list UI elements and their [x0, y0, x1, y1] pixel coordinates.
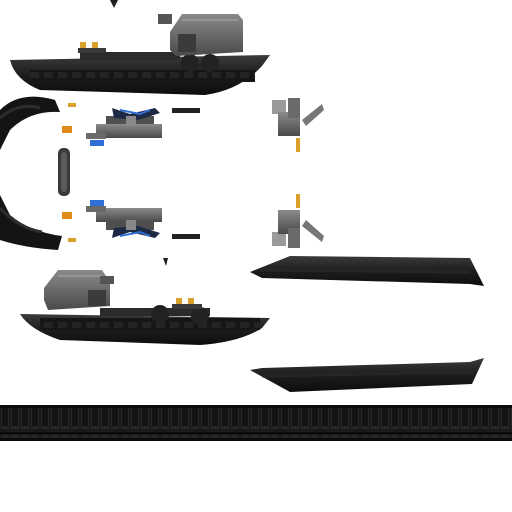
bracket-upper — [272, 98, 324, 152]
gold-bolt-cluster — [172, 298, 202, 309]
fender-left-top — [0, 96, 60, 150]
orange-chip — [62, 212, 72, 219]
fender-left-bottom — [0, 195, 62, 250]
gold-bolt-cluster — [78, 42, 106, 53]
turret-block-top — [170, 14, 243, 56]
gold-chip — [68, 238, 76, 242]
orange-chip — [62, 126, 72, 133]
weapon-barrel-lower — [86, 200, 200, 239]
gold-chip — [68, 103, 76, 107]
turret-block-bottom — [44, 270, 110, 310]
bracket-lower — [272, 194, 324, 248]
side-skirt-lower — [250, 358, 484, 392]
tread-strip — [0, 405, 512, 441]
side-skirt-upper — [250, 256, 484, 286]
hull-side-top — [10, 0, 270, 95]
hull-side-bottom — [20, 270, 270, 345]
weapon-barrel-upper — [86, 108, 200, 146]
